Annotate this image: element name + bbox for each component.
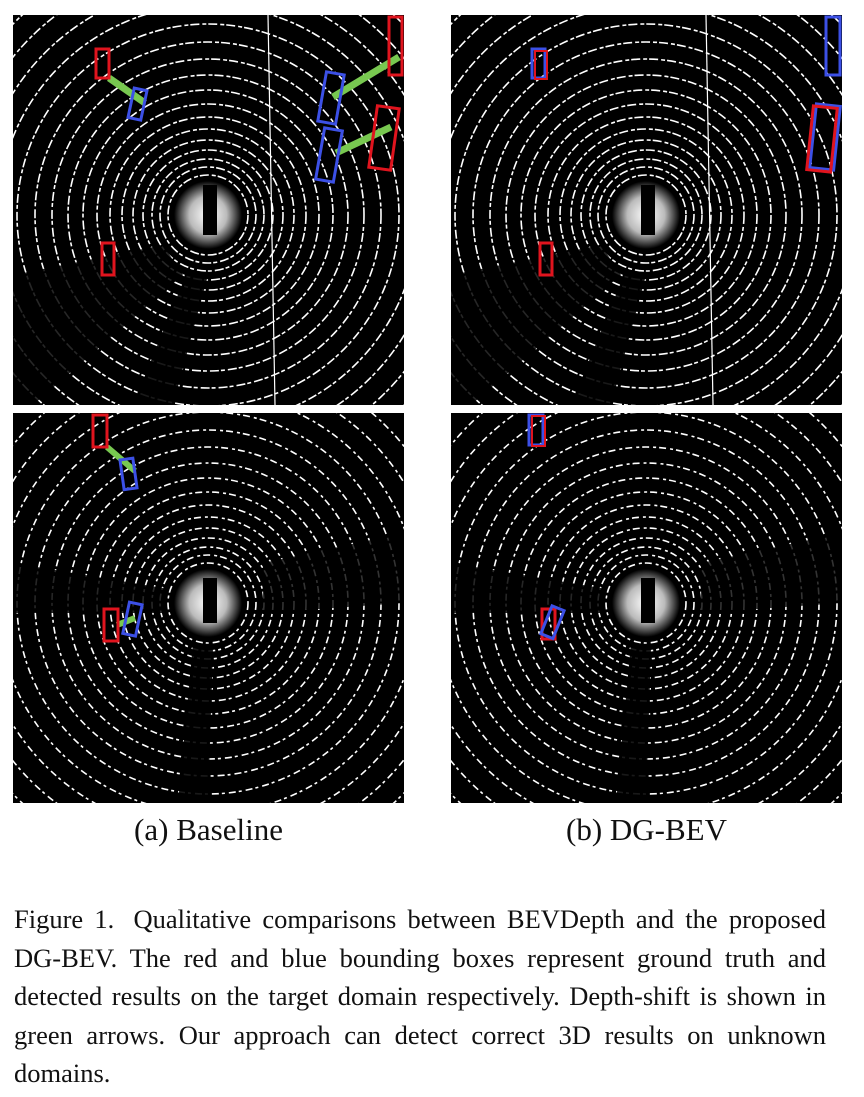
detection-boxes: [94, 15, 404, 277]
detected-box: [316, 70, 346, 126]
ground-truth-box: [805, 104, 839, 174]
detected-box: [126, 86, 149, 122]
panel-dgbev-top: [451, 15, 842, 405]
ground-truth-box: [387, 15, 404, 77]
figure-caption: Figure 1. Qualitative comparisons betwee…: [14, 900, 826, 1093]
detected-box: [121, 600, 144, 638]
figure-label: Figure 1.: [14, 904, 115, 934]
subcaption-baseline: (a) Baseline: [134, 812, 283, 847]
ground-truth-box: [538, 241, 554, 277]
subcaption-dgbev: (b) DG-BEV: [566, 812, 727, 847]
detection-boxes: [91, 413, 144, 643]
detected-box: [808, 102, 842, 172]
lidar-bev-image: [451, 413, 842, 803]
panel-dgbev-bottom: [451, 413, 842, 803]
depth-shift-arrow: [334, 123, 393, 157]
detected-box: [530, 47, 547, 80]
ground-truth-box: [94, 47, 111, 80]
ground-truth-box: [540, 607, 557, 641]
depth-shift-arrow: [107, 75, 147, 106]
ground-truth-box: [534, 50, 548, 80]
panel-baseline-bottom: [13, 413, 404, 803]
ground-truth-box: [100, 241, 116, 277]
detected-box: [538, 603, 567, 641]
lidar-bev-image: [13, 15, 404, 405]
detected-box: [824, 15, 842, 77]
detected-box: [118, 456, 139, 492]
detection-boxes: [527, 413, 567, 641]
figure-caption-text: Qualitative comparisons between BEVDepth…: [14, 904, 827, 1088]
lidar-bev-image: [451, 15, 842, 405]
detected-box: [313, 126, 345, 184]
lidar-bev-image: [13, 413, 404, 803]
ground-truth-box: [102, 607, 120, 643]
ground-truth-box: [367, 104, 401, 172]
detection-boxes: [530, 15, 842, 277]
ground-truth-box: [91, 413, 109, 449]
panel-baseline-top: [13, 15, 404, 405]
ground-truth-box: [531, 415, 546, 447]
